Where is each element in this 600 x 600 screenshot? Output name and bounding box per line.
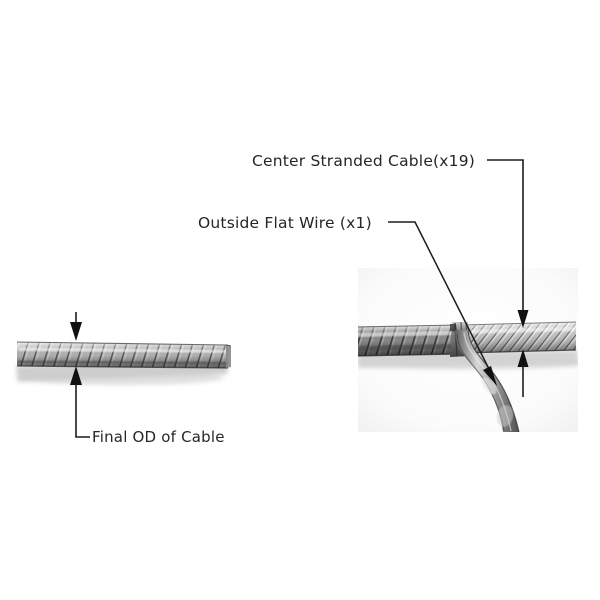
outside-flat-wire-label: Outside Flat Wire (x1) — [198, 214, 372, 232]
center-stranded-cable-leader — [487, 159, 524, 316]
final-od-leader-elbow — [75, 384, 90, 438]
annotation-final-od-of-cable: Final OD of Cable — [70, 312, 225, 446]
arrow-up-icon — [70, 366, 82, 385]
right-cable-wrapped-section — [358, 324, 459, 357]
arrow-up-icon — [517, 349, 529, 367]
final-od-of-cable-label: Final OD of Cable — [92, 428, 225, 446]
annotation-center-stranded-cable: Center Stranded Cable(x19) — [252, 152, 529, 397]
arrow-down-icon — [517, 310, 529, 328]
exposed-stranded-core — [461, 321, 577, 354]
left-cable-body — [16, 341, 232, 369]
center-stranded-cable-label: Center Stranded Cable(x19) — [252, 152, 475, 170]
annotation-outside-flat-wire: Outside Flat Wire (x1) — [198, 214, 497, 386]
outside-flat-wire-leader — [388, 221, 493, 376]
left-photo — [0, 316, 244, 402]
arrow-down-icon — [70, 322, 82, 341]
arrow-diagonal-icon — [483, 366, 497, 386]
right-photo — [358, 268, 578, 432]
